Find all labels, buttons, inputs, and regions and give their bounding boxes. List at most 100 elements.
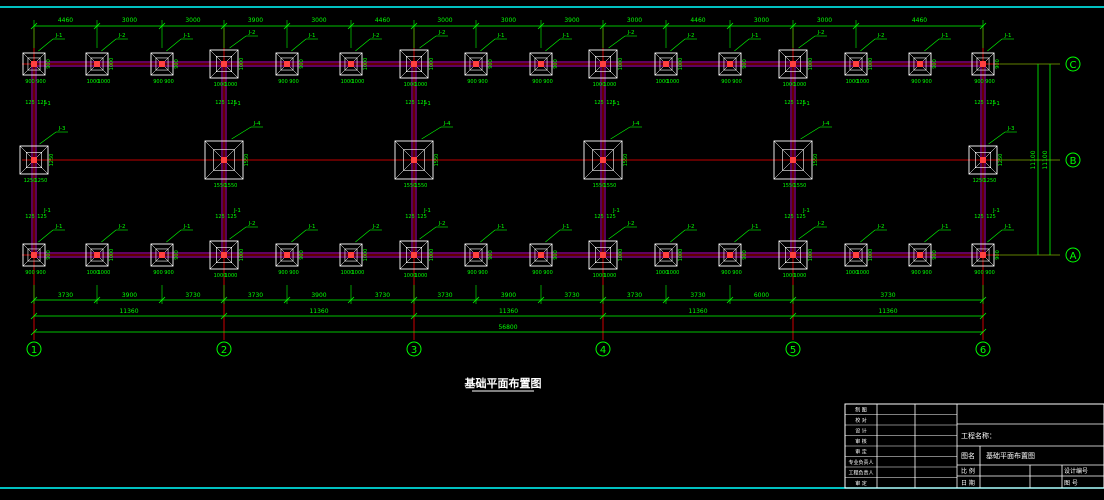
dim-tick (979, 22, 987, 30)
footing-dim-side: 1000 (808, 249, 814, 262)
dim-text-bottom: 3730 (185, 292, 200, 299)
axis-bubble-3 (406, 341, 422, 357)
footing-dim-side: 900 (742, 59, 748, 69)
footing (844, 52, 868, 76)
footing (464, 52, 488, 76)
footing (971, 52, 995, 76)
drawing-name-label: 图名 (961, 451, 975, 460)
footing-dim-bottom: 1000 (604, 82, 617, 88)
offset-dim: 125 (974, 214, 984, 220)
footing-step (976, 248, 990, 262)
dim-tick (789, 312, 797, 320)
footing-dim-bottom: 1250 (984, 178, 997, 184)
footing-dim-bottom: 900 (467, 79, 477, 85)
leader-line (800, 126, 821, 140)
column (853, 61, 859, 67)
footing (150, 243, 174, 267)
column (538, 252, 544, 258)
footing-step (344, 248, 358, 262)
column (727, 61, 733, 67)
dim-text-bottom: 11360 (688, 308, 707, 315)
column (917, 252, 923, 258)
axis-letter: C (1070, 60, 1077, 71)
footing (399, 240, 429, 270)
footing-step (216, 247, 233, 264)
footing-dim-bottom: 900 (532, 270, 542, 276)
footing (394, 140, 434, 180)
footing-dim-bottom: 900 (278, 270, 288, 276)
footing-dim-bottom: 1000 (667, 79, 680, 85)
dim-text-total: 56800 (498, 324, 517, 331)
offset-dim: 125 (227, 100, 237, 106)
column (980, 61, 986, 67)
footing-step (469, 248, 483, 262)
footing-label: J-2 (118, 33, 126, 39)
footing (399, 49, 429, 79)
footing-step (913, 248, 927, 262)
footing-step (155, 248, 169, 262)
footing-step (280, 57, 294, 71)
footing-step (782, 149, 804, 171)
leader-line (798, 35, 816, 49)
footing-label: J-4 (822, 121, 830, 127)
title-block-row-label: 审 定 (855, 449, 867, 456)
footing-step (213, 149, 235, 171)
footing-dim-bottom: 900 (153, 270, 163, 276)
offset-dim: 125 (594, 100, 604, 106)
footing-label: J-2 (372, 224, 380, 230)
offset-dim: 125 (405, 100, 415, 106)
offset-dim: 125 (405, 214, 415, 220)
footing-dim-side: 1550 (813, 154, 819, 167)
footing-dim-bottom: 900 (721, 270, 731, 276)
footing-step (216, 55, 233, 72)
footing-dim-bottom: 1000 (214, 273, 227, 279)
footing-step (976, 57, 990, 71)
footing-label: J-1 (1004, 224, 1012, 230)
footing-dim-side: 900 (488, 59, 494, 69)
footing-label: J-1 (562, 33, 570, 39)
footing (275, 243, 299, 267)
axis-bubble-6 (975, 341, 991, 357)
dim-tick (979, 328, 987, 336)
sheet-no-label: 图 号 (1064, 480, 1078, 487)
leader-line (229, 35, 247, 49)
footing-dim-bottom: 900 (478, 270, 488, 276)
footing-dim-bottom: 1000 (98, 79, 111, 85)
footing-dim-bottom: 900 (164, 270, 174, 276)
footing-dim-bottom: 900 (478, 79, 488, 85)
footing-step (280, 248, 294, 262)
footing (588, 240, 618, 270)
footing-dim-bottom: 900 (911, 270, 921, 276)
footing-dim-bottom: 1000 (794, 273, 807, 279)
footing-label: J-3 (1007, 126, 1015, 132)
footing-label: J-1 (612, 208, 620, 214)
footing-dim-side: 900 (299, 250, 305, 260)
footing-label: J-2 (687, 224, 695, 230)
dim-text-bottom: 6000 (754, 292, 769, 299)
column (663, 61, 669, 67)
title-block-row-label: 审 定 (855, 480, 867, 487)
leader-line (291, 38, 307, 52)
leader-line (419, 226, 437, 240)
date-label: 日 期 (961, 479, 975, 487)
footing-label: J-2 (817, 221, 825, 227)
footing-label: J-2 (438, 30, 446, 36)
footing-dim-bottom: 1000 (404, 273, 417, 279)
leader-line (860, 229, 876, 243)
footing-step (344, 57, 358, 71)
offset-dim: 125 (796, 214, 806, 220)
footing-step (849, 57, 863, 71)
footing-dim-bottom: 900 (543, 270, 553, 276)
footing-dim-side: 1550 (244, 154, 250, 167)
footing (654, 243, 678, 267)
offset-dim: 125 (606, 100, 616, 106)
axis-bubble-1 (26, 341, 42, 357)
footing-dim-bottom: 1000 (404, 82, 417, 88)
footing-dim-bottom: 1550 (593, 183, 606, 189)
leader-line (39, 131, 57, 145)
dim-text-top: 3000 (122, 17, 137, 24)
footing-dim-side: 900 (742, 250, 748, 260)
column (917, 61, 923, 67)
footing-step (784, 247, 801, 264)
footing-dim-bottom: 1000 (846, 79, 859, 85)
